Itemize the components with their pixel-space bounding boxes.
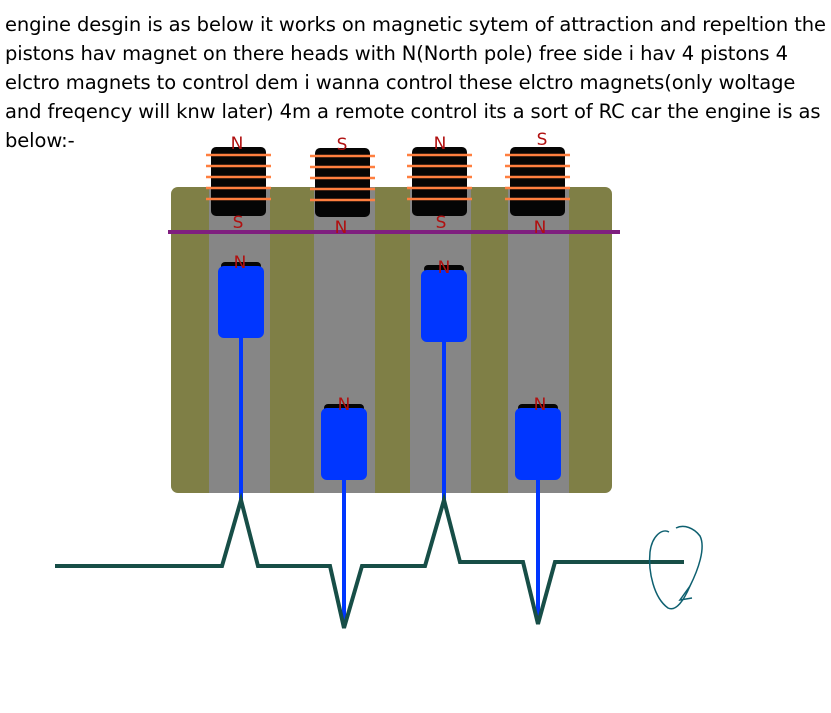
electromagnet-1-bottom-pole: S [233,213,244,233]
piston-2-head-pole: N [338,395,351,415]
crankshaft [55,492,684,629]
electromagnet-3-bottom-pole: S [436,213,447,233]
piston-4-head-pole: N [534,395,547,415]
engine-block [171,187,612,493]
electromagnet-2-bottom-pole: N [335,218,348,238]
piston-2 [321,404,367,480]
electromagnet-4-top-pole: S [537,130,548,150]
electromagnet-4-bottom-pole: N [534,218,547,238]
piston-3-head-pole: N [438,258,451,278]
description-text: engine desgin is as below it works on ma… [5,13,826,152]
electromagnet-2 [310,148,375,217]
piston-1 [218,262,264,338]
electromagnet-2-top-pole: S [337,135,348,155]
electromagnet-3 [407,147,472,216]
piston-1-head-pole: N [234,253,247,273]
piston-3 [421,265,467,342]
electromagnet-3-top-pole: N [434,134,447,154]
electromagnet-4 [505,147,570,216]
piston-4 [515,404,561,480]
electromagnet-1-top-pole: N [231,134,244,154]
rotation-arrow-icon [648,525,703,610]
electromagnet-1 [206,147,271,216]
